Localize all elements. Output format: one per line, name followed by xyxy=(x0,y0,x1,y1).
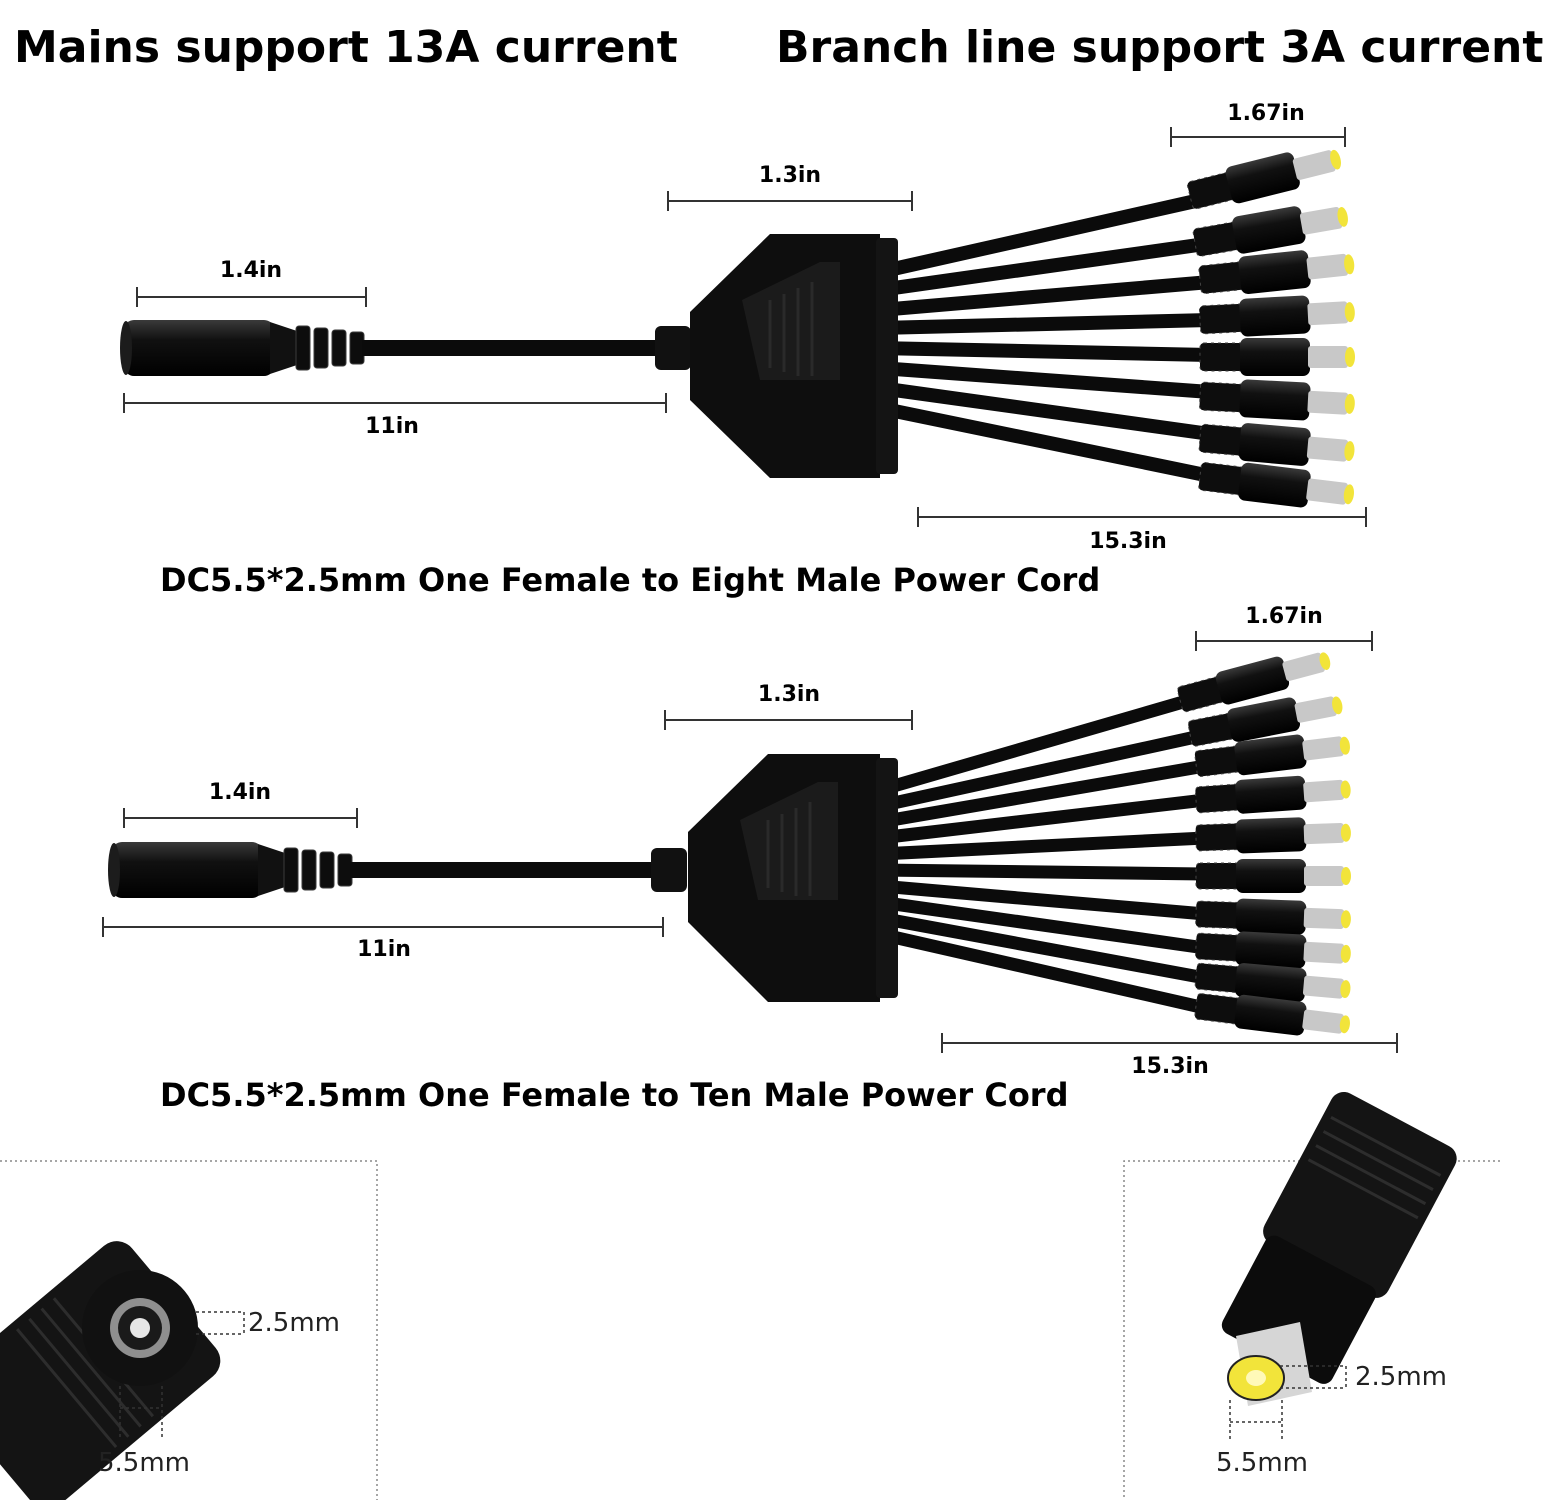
male-outer-diameter: 5.5mm xyxy=(1216,1448,1309,1478)
cable-1-mains-wire xyxy=(362,340,662,356)
cable-2-splitter-hub xyxy=(688,754,898,1002)
product-image: { "headers": { "mains": "Mains support 1… xyxy=(0,22,1543,1500)
cable-1-branch-wires xyxy=(873,193,1217,483)
cable-2-hub-strain-relief xyxy=(651,848,687,892)
cable-1-hub-length: 1.3in xyxy=(758,163,822,188)
male-detail-panel xyxy=(1123,1091,1500,1500)
cable-1-dimension-lines xyxy=(123,127,1367,527)
cable-2-male-plug-length: 1.67in xyxy=(1245,604,1323,629)
cable-2-male-plugs xyxy=(1177,652,1351,1036)
cable-1-female-plug-length: 1.4in xyxy=(219,258,283,283)
cable-1-splitter-hub xyxy=(690,234,898,478)
cable-1-caption: DC5.5*2.5mm One Female to Eight Male Pow… xyxy=(160,561,1101,599)
cable-1-branch-length: 15.3in xyxy=(1089,529,1167,554)
cable-2-female-plug xyxy=(108,842,353,898)
cable-2-caption: DC5.5*2.5mm One Female to Ten Male Power… xyxy=(160,1076,1069,1114)
branch-current-header: Branch line support 3A current xyxy=(776,22,1543,73)
female-detail-panel xyxy=(0,1160,378,1500)
cable-2-branch-length: 15.3in xyxy=(1131,1054,1209,1079)
female-inner-diameter: 2.5mm xyxy=(248,1308,341,1338)
cable-2-branch-wires xyxy=(873,693,1212,1015)
male-inner-diameter: 2.5mm xyxy=(1355,1362,1448,1392)
cable-2-mains-length: 11in xyxy=(357,937,411,962)
female-outer-diameter: 5.5mm xyxy=(98,1448,191,1478)
cable-1-male-plug-length: 1.67in xyxy=(1227,101,1305,126)
mains-current-header: Mains support 13A current xyxy=(14,22,678,73)
cable-2-hub-length: 1.3in xyxy=(757,682,821,707)
cable-2-mains-wire xyxy=(350,862,660,878)
cable-1-mains-length: 11in xyxy=(365,414,419,439)
cable-2-dimension-lines xyxy=(102,631,1398,1053)
cable-1-drawing xyxy=(0,127,1500,1500)
cable-1-female-plug xyxy=(120,320,365,376)
cable-1-male-plugs xyxy=(1186,149,1355,508)
cable-1-hub-strain-relief xyxy=(655,326,691,370)
cable-2-female-plug-length: 1.4in xyxy=(208,780,272,805)
